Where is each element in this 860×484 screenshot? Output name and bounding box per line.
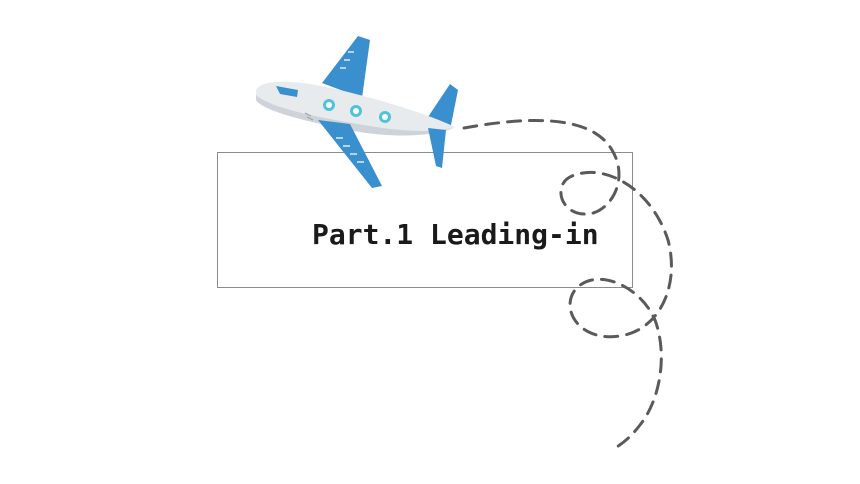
title-frame [217,152,633,288]
slide-title: Part.1 Leading-in [312,218,599,251]
